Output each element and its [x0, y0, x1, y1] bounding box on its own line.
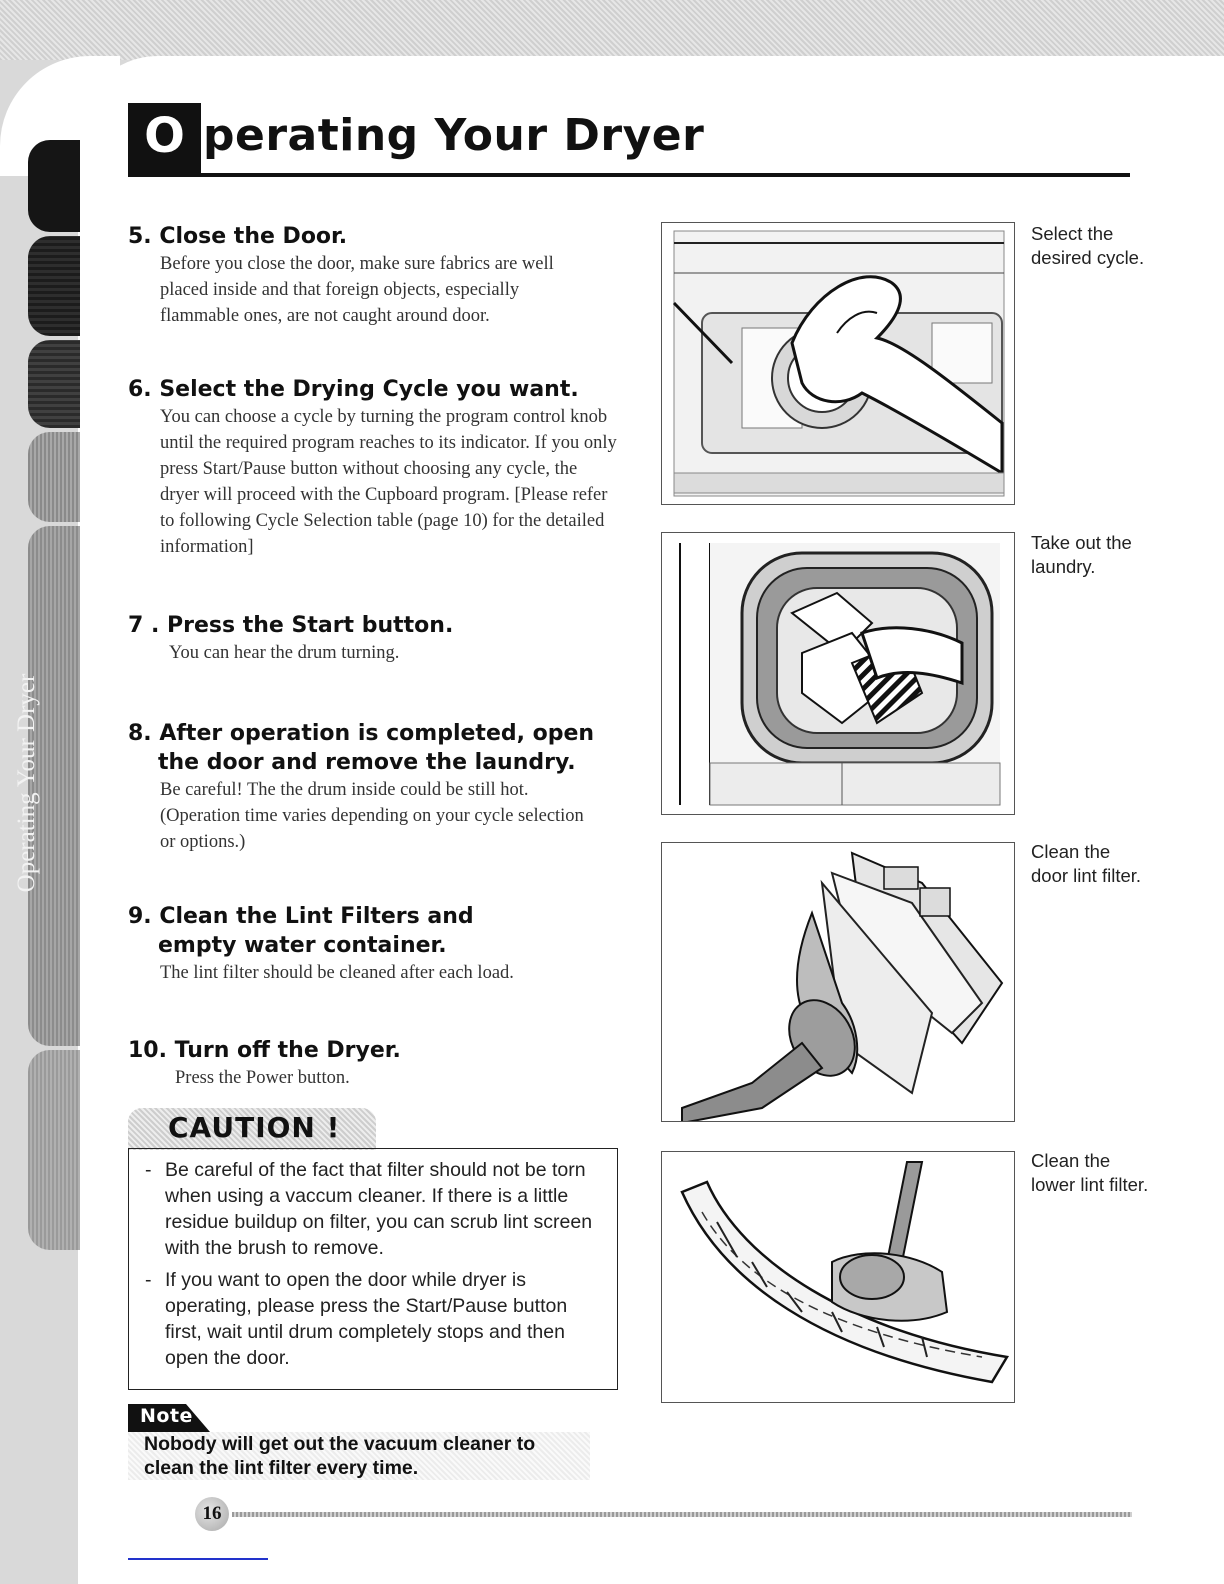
step-remove-laundry: 8. After operation is completed, open th… [128, 719, 628, 855]
step-body: You can hear the drum turning. [169, 643, 400, 663]
title-text: perating Your Dryer [203, 110, 705, 161]
page-title: O perating Your Dryer [128, 100, 1130, 180]
step-heading: 9. Clean the Lint Filters and empty wate… [128, 904, 474, 958]
step-heading: 6. Select the Drying Cycle you want. [128, 377, 579, 402]
sidebar-label-text: Operating Your Dryer [13, 673, 40, 893]
note-badge-shape [128, 1404, 210, 1432]
title-initial-box: O [128, 103, 201, 173]
title-underline [128, 173, 1130, 177]
caution-item: -If you want to open the door while drye… [137, 1267, 605, 1371]
caution-dash: - [145, 1159, 152, 1181]
figure-caption: Clean the lower lint filter. [1031, 1150, 1149, 1195]
step-press-start: 7 . Press the Start button. You can hear… [128, 611, 628, 666]
sidebar-tab-2[interactable] [28, 236, 80, 336]
door-filter-vacuum-illustration-icon [681, 851, 1004, 1121]
lower-filter-vacuum-illustration-icon [680, 1161, 1010, 1384]
step-close-door: 5. Close the Door. Before you close the … [128, 222, 628, 329]
step-body: The lint filter should be cleaned after … [160, 963, 514, 983]
figure-caption: Clean the door lint filter. [1031, 841, 1142, 886]
step-body: Press the Power button. [175, 1068, 350, 1088]
caution-item-text: Be careful of the fact that filter shoul… [165, 1159, 593, 1259]
caution-box: -Be careful of the fact that filter shou… [128, 1148, 618, 1390]
note-badge: Note [128, 1404, 210, 1432]
footer-rule [232, 1512, 1132, 1517]
note-label: Note [140, 1405, 193, 1427]
figure-door-lint-filter [661, 842, 1015, 1122]
caution-header: CAUTION ! [128, 1108, 376, 1150]
footer-link-underline[interactable] [128, 1558, 268, 1560]
step-turn-off: 10. Turn off the Dryer. Press the Power … [128, 1036, 628, 1091]
caution-item-text: If you want to open the door while dryer… [165, 1269, 568, 1369]
figure-caption: Take out the laundry. [1031, 532, 1132, 577]
figure-caption: Select the desired cycle. [1031, 223, 1145, 268]
drum-laundry-illustration-icon [679, 543, 1001, 806]
caution-dash: - [145, 1269, 152, 1291]
step-body: Before you close the door, make sure fab… [160, 254, 554, 326]
caution-item: -Be careful of the fact that filter shou… [137, 1157, 605, 1261]
note-text: Nobody will get out the vacuum cleaner t… [128, 1432, 590, 1480]
figure-select-cycle [661, 222, 1015, 505]
step-heading: 8. After operation is completed, open th… [128, 721, 595, 775]
step-clean-filters: 9. Clean the Lint Filters and empty wate… [128, 902, 628, 986]
sidebar-tab-3[interactable] [28, 340, 80, 428]
knob-turning-illustration-icon [672, 230, 1005, 497]
figure-take-out-laundry [661, 532, 1015, 815]
step-heading: 7 . Press the Start button. [128, 613, 454, 638]
step-heading: 5. Close the Door. [128, 224, 348, 249]
sidebar-tab-1[interactable] [28, 140, 80, 232]
sidebar-tab-active[interactable] [28, 526, 80, 1046]
sidebar-tab-4[interactable] [28, 432, 80, 522]
step-body: You can choose a cycle by turning the pr… [160, 407, 617, 557]
top-texture-band [0, 0, 1224, 60]
step-body: Be careful! The the drum inside could be… [160, 780, 584, 852]
caution-title: CAUTION ! [168, 1111, 341, 1144]
step-heading: 10. Turn off the Dryer. [128, 1038, 401, 1063]
page-number: 16 [195, 1497, 229, 1531]
page-sheet [78, 56, 1224, 1584]
sidebar-tab-6[interactable] [28, 1050, 80, 1250]
step-select-cycle: 6. Select the Drying Cycle you want. You… [128, 375, 628, 560]
figure-lower-lint-filter [661, 1151, 1015, 1403]
chapter-sidebar [28, 140, 80, 1250]
